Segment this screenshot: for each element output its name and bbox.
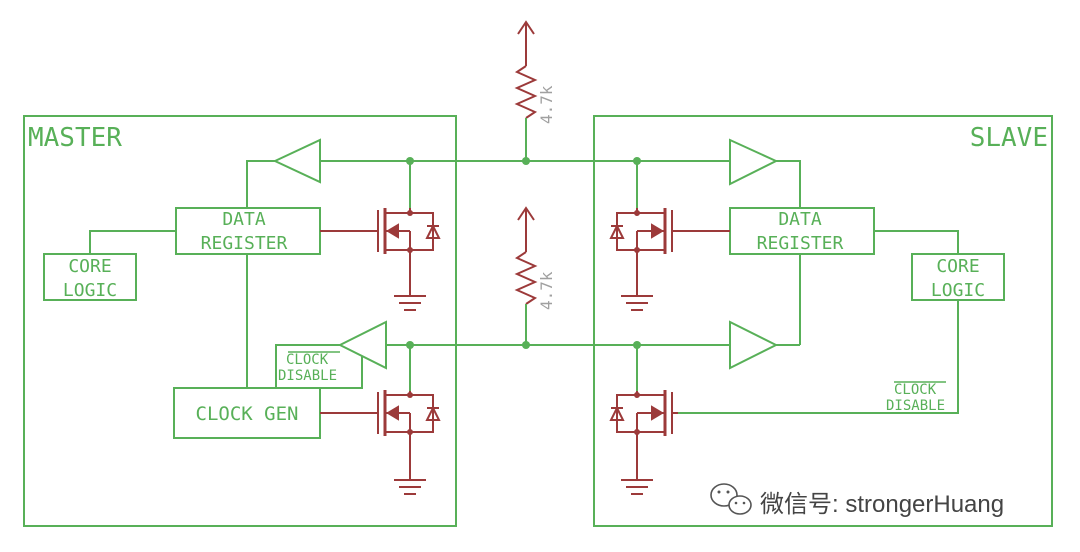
slave-data-buffer [729, 138, 801, 208]
slave-data-register-label-1: DATA [778, 209, 822, 230]
master-core-logic-label-2: LOGIC [63, 280, 117, 301]
master-core-logic [43, 230, 176, 301]
master-clock-disable-label-2: DISABLE [278, 368, 337, 384]
slave-data-register-label-2: REGISTER [757, 233, 844, 254]
wechat-icon [710, 483, 752, 515]
master-data-buffer [246, 138, 321, 208]
master-clock-disable-label-1: CLOCK [286, 352, 329, 368]
master-clock-gen [173, 387, 344, 439]
slave-clock-disable-wire [678, 300, 959, 414]
master-data-mosfet [344, 161, 441, 311]
master-clock-buffer [246, 254, 387, 389]
master-device [23, 115, 457, 527]
master-clock-mosfet [344, 345, 441, 495]
slave-core-logic-label-1: CORE [936, 256, 979, 277]
slave-label: SLAVE [970, 123, 1048, 153]
master-data-register-label-2: REGISTER [201, 233, 288, 254]
slave-clock-mosfet [609, 345, 678, 495]
master-label: MASTER [28, 123, 122, 153]
slave-clock-disable-label-2: DISABLE [886, 398, 945, 414]
slave-clock-disable-label-1: CLOCK [894, 382, 937, 398]
slave-core-logic-label-2: LOGIC [931, 280, 985, 301]
master-data-register-label-1: DATA [222, 209, 266, 230]
pullup-resistor-data [514, 20, 538, 161]
master-clock-gen-label: CLOCK GEN [196, 403, 299, 425]
slave-data-mosfet [609, 161, 706, 311]
watermark-text: 微信号: strongerHuang [760, 491, 1004, 518]
pullup-resistor-clock [514, 206, 538, 345]
master-core-logic-label-1: CORE [68, 256, 111, 277]
pullup-resistor-clock-value: 4.7k [537, 271, 556, 310]
slave-device [593, 115, 1053, 527]
slave-clock-buffer [729, 320, 800, 370]
pullup-resistor-data-value: 4.7k [537, 85, 556, 124]
